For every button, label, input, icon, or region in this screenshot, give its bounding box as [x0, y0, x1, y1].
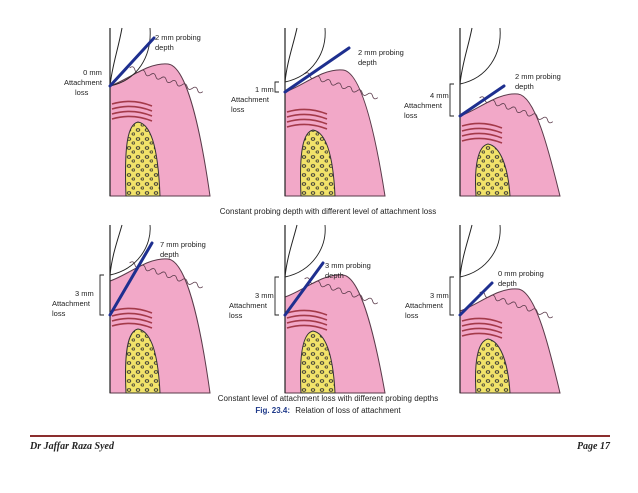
epithelium-rete-ridges	[129, 66, 204, 94]
attachment-label-top-3: 4 mm Attachment loss	[404, 91, 451, 120]
tooth-contour	[284, 224, 326, 278]
epithelium-rete-ridges	[479, 96, 554, 124]
periodontal-probe	[108, 241, 154, 317]
periodontal-probe	[283, 46, 351, 94]
attachment-label-bottom-3: 3 mm Attachment loss	[405, 291, 451, 320]
panel-top-2	[274, 27, 386, 197]
gingiva-shape	[109, 258, 211, 394]
periodontal-fiber	[111, 307, 153, 314]
crown-outline	[459, 224, 473, 278]
periodontal-fiber	[286, 118, 328, 125]
periodontal-fiber	[111, 322, 153, 329]
page-number: Page 17	[576, 441, 610, 452]
alveolar-bone	[125, 328, 161, 394]
crown-outline	[284, 27, 298, 83]
panel-top-1	[108, 27, 211, 197]
periodontal-fiber	[111, 115, 153, 122]
periodontal-fiber	[286, 123, 328, 130]
probe-label-top-1: 2 mm probing depth	[155, 33, 203, 52]
panel-bottom-1	[99, 224, 211, 394]
periodontal-fiber	[461, 322, 503, 329]
alveolar-bone	[475, 143, 511, 197]
epithelium-rete-ridges	[304, 72, 379, 100]
periodontal-fiber	[286, 319, 328, 326]
gingiva-shape	[284, 69, 386, 197]
periodontal-fiber	[461, 317, 503, 324]
periodontal-probe	[458, 84, 506, 118]
periodontal-fiber	[111, 312, 153, 319]
alveolar-bone	[300, 129, 336, 197]
tooth-contour	[109, 27, 151, 87]
periodontal-fiber	[111, 317, 153, 324]
periodontal-fiber	[111, 110, 153, 117]
caption-top: Constant probing depth with different le…	[220, 207, 436, 216]
probe-label-top-3: 2 mm probing depth	[515, 72, 563, 91]
attachment-label-top-2: 1 mm Attachment loss	[231, 85, 276, 114]
footer-rule	[30, 435, 610, 437]
periodontal-fiber	[111, 100, 153, 107]
figure-title: Relation of loss of attachment	[295, 406, 401, 415]
epithelium-rete-ridges	[304, 277, 379, 305]
gingiva-shape	[109, 63, 211, 197]
attachment-label-bottom-1: 3 mm Attachment loss	[52, 289, 96, 318]
attachment-loss-bracket	[99, 274, 104, 316]
periodontal-fiber	[461, 332, 503, 339]
periodontal-probe	[458, 281, 494, 317]
attachment-loss-bracket	[274, 81, 279, 93]
panel-bottom-3	[449, 224, 561, 394]
periodontal-probe	[108, 36, 156, 88]
caption-bottom: Constant level of attachment loss with d…	[218, 394, 438, 403]
crown-outline	[459, 27, 473, 85]
probe-label-bottom-2: 3 mm probing depth	[325, 261, 373, 280]
tooth-contour	[459, 27, 501, 85]
periodontal-fiber	[286, 324, 328, 331]
periodontal-fiber	[286, 309, 328, 316]
footer-author: Dr Jaffar Raza Syed	[30, 441, 114, 452]
tooth-contour	[109, 224, 151, 276]
alveolar-bone	[300, 330, 336, 394]
tooth-contour	[284, 27, 326, 83]
crown-outline	[109, 27, 123, 87]
periodontal-fiber	[111, 105, 153, 112]
panel-bottom-2	[274, 224, 386, 394]
crown-outline	[109, 224, 123, 276]
attachment-loss-bracket	[449, 83, 454, 117]
probe-label-top-2: 2 mm probing depth	[358, 48, 406, 67]
attachment-loss-bracket	[449, 276, 454, 316]
periodontal-fiber	[286, 314, 328, 321]
tooth-contour	[459, 224, 501, 278]
figure-number: Fig. 23.4:	[255, 406, 290, 415]
attachment-label-bottom-2: 3 mm Attachment loss	[229, 291, 276, 320]
periodontal-fiber	[461, 137, 503, 144]
attachment-loss-bracket	[274, 276, 279, 316]
crown-outline	[284, 224, 298, 278]
alveolar-bone	[475, 338, 511, 394]
periodontal-fiber	[286, 113, 328, 120]
panel-top-3	[449, 27, 561, 197]
epithelium-rete-ridges	[479, 291, 554, 319]
probe-label-bottom-1: 7 mm probing depth	[160, 240, 208, 259]
periodontal-fiber	[461, 327, 503, 334]
probe-label-bottom-3: 0 mm probing depth	[498, 269, 546, 288]
periodontal-probe	[283, 261, 325, 317]
figure-caption: Fig. 23.4: Relation of loss of attachmen…	[255, 406, 401, 415]
periodontal-fiber	[461, 122, 503, 129]
alveolar-bone	[125, 121, 161, 197]
periodontal-fiber	[461, 132, 503, 139]
periodontal-fiber	[461, 127, 503, 134]
periodontal-fiber	[286, 108, 328, 115]
epithelium-rete-ridges	[129, 261, 204, 289]
attachment-label-top-1: 0 mm Attachment loss	[64, 68, 104, 97]
